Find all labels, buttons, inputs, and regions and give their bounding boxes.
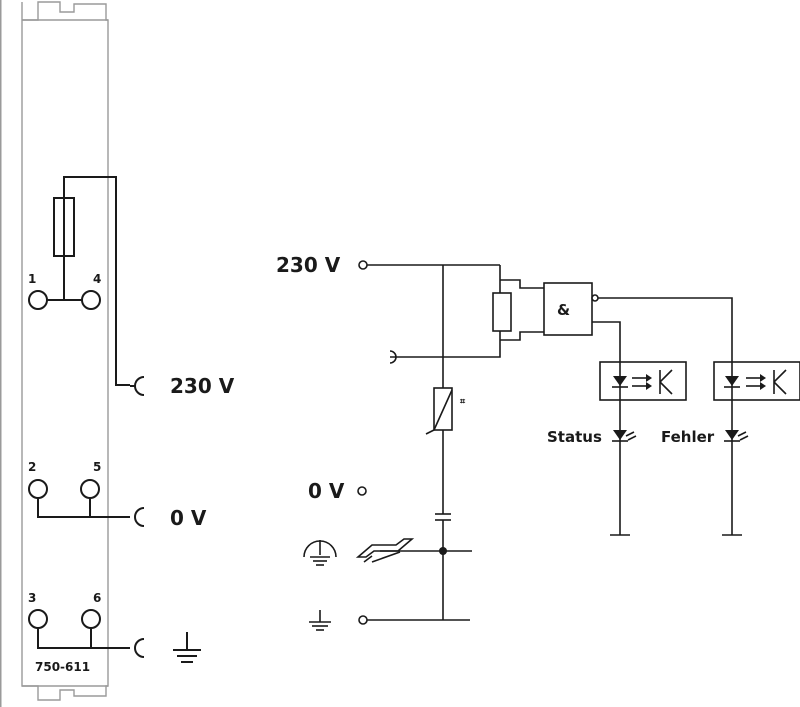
terminal-label-2: 2 bbox=[28, 460, 36, 474]
terminal-4 bbox=[81, 290, 101, 310]
schematic-supply-label: 230 V bbox=[276, 253, 341, 277]
led-icon bbox=[612, 430, 637, 442]
optocoupler-icon bbox=[713, 361, 800, 401]
terminal-label-4: 4 bbox=[93, 272, 101, 286]
terminal-6 bbox=[81, 609, 101, 629]
terminal-1 bbox=[28, 290, 48, 310]
terminal-label-6: 6 bbox=[93, 591, 101, 605]
input-resistor-icon bbox=[492, 292, 512, 332]
terminal-3 bbox=[28, 609, 48, 629]
capacitor-icon bbox=[435, 513, 451, 521]
part-number: 750-611 bbox=[35, 660, 90, 674]
chassis-ground-icon bbox=[303, 540, 337, 566]
zero-volt-terminals bbox=[28, 479, 145, 527]
terminal-5 bbox=[80, 479, 100, 499]
din-rail-icon bbox=[355, 538, 415, 563]
terminal-label-3: 3 bbox=[28, 591, 36, 605]
ground-terminals bbox=[28, 609, 201, 663]
varistor-mark: ⌗ bbox=[459, 397, 466, 407]
left-supply-label: 230 V bbox=[170, 374, 235, 398]
module-housing bbox=[0, 0, 109, 707]
optocoupler-icon bbox=[599, 361, 687, 401]
left-zero-label: 0 V bbox=[170, 506, 207, 530]
terminal-2 bbox=[28, 479, 48, 499]
status-label: Status bbox=[547, 428, 602, 446]
fuse-circuit bbox=[28, 176, 145, 396]
ground-icon bbox=[173, 632, 201, 663]
varistor-icon: ⌗ bbox=[425, 387, 466, 435]
fault-label: Fehler bbox=[661, 428, 715, 446]
led-icon bbox=[724, 430, 749, 442]
and-gate-label: & bbox=[557, 301, 570, 319]
terminal-label-5: 5 bbox=[93, 460, 101, 474]
ground-icon bbox=[309, 610, 331, 631]
terminal-label-1: 1 bbox=[28, 272, 36, 286]
and-gate bbox=[543, 282, 593, 336]
schematic-zero-label: 0 V bbox=[308, 479, 345, 503]
